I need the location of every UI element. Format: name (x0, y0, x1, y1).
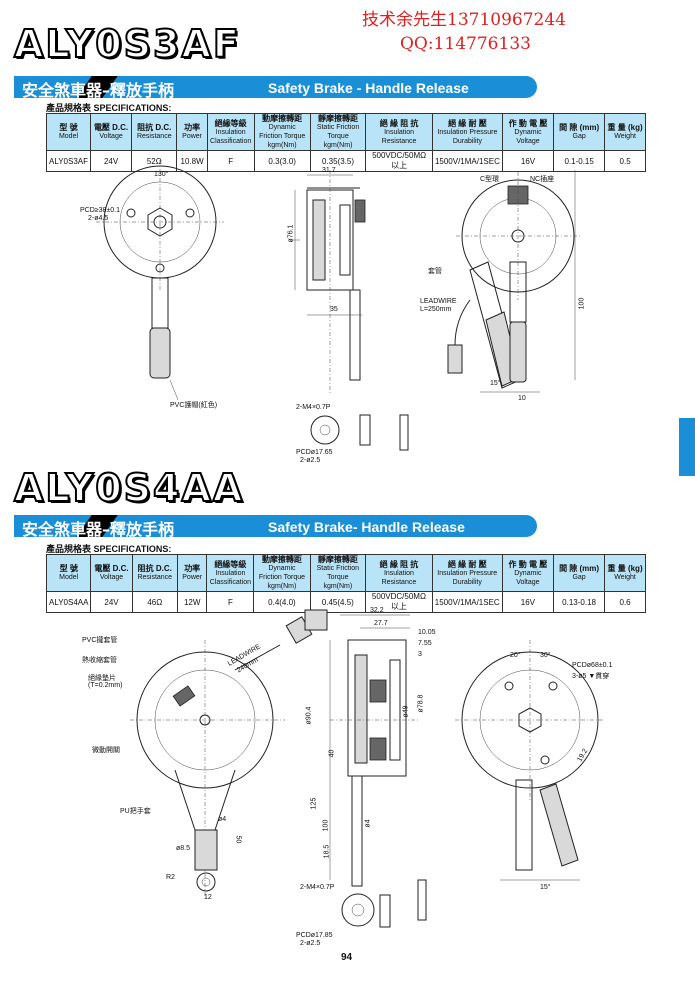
nc-socket-label: NC插座 (530, 176, 555, 183)
dim-20-deg: 20° (510, 652, 521, 659)
dim-35: 35 (330, 306, 338, 313)
contact-phone: 技术余先生13710967244 (362, 10, 566, 30)
leadwire-length-1: L=250mm (420, 306, 452, 313)
banner-title-zh-2: 安全煞車器–釋放手柄 (22, 520, 175, 539)
pcd-bottom-label-2b: 2-ø2.5 (300, 940, 321, 947)
dim-78-8: ø78.8 (417, 694, 425, 713)
dim-7-55: 7.55 (418, 640, 432, 647)
pvc-sleeve-label: PVC攏套管 (82, 637, 118, 644)
dim-100-2: 100 (322, 819, 330, 832)
dim-8-5: ø8.5 (176, 845, 191, 852)
dim-27-7: 27.7 (374, 620, 388, 627)
pcd-bottom-label-1b: 2-ø2.5 (300, 457, 321, 464)
dim-30-deg: 30° (540, 652, 551, 659)
dim-32-2: 32.2 (370, 607, 384, 614)
dim-49: ø49 (402, 705, 410, 718)
heat-shrink-label: 熱收縮套管 (82, 657, 117, 664)
c-ring-label: C型環 (480, 176, 500, 183)
pu-grip-label: PU把手套 (120, 808, 151, 815)
pcd-bottom-label-2: PCDø17.85 (296, 932, 333, 939)
dim-10-05: 10.05 (418, 629, 436, 636)
page-number: 94 (341, 952, 353, 963)
pcd-bottom-label-1: PCDø17.65 (296, 449, 333, 456)
dim-angle-top-1: 130° (154, 171, 169, 178)
model-title-1: ALY0S3AF (13, 21, 241, 67)
dim-3: 3 (418, 651, 422, 658)
dim-15-deg-2: 15° (540, 884, 551, 891)
dim-125: 125 (310, 797, 318, 810)
banner-title-en-2: Safety Brake- Handle Release (268, 519, 465, 535)
pvc-cap-label: PVC護帽(紅色) (170, 402, 218, 409)
spec-label-2: 產品規格表 SPECIFICATIONS: (46, 544, 172, 554)
pcd-label-2: PCDø68±0.1 (572, 662, 613, 669)
micro-switch-label: 微動開關 (92, 747, 120, 754)
model-title-2: ALY0S4AA (13, 465, 245, 511)
insulation-pad-thickness: (T=0.2mm) (88, 682, 123, 689)
dim-50: 50 (234, 835, 242, 844)
sleeve-label-1: 套管 (428, 268, 442, 275)
dim-r2: R2 (166, 874, 175, 881)
dim-12: 12 (204, 894, 212, 901)
spec-header-zh: 型 號 (59, 123, 78, 132)
section-banner-1 (14, 76, 537, 98)
dim-40: 40 (328, 749, 336, 758)
dim-4-front: ø4 (218, 816, 227, 823)
dim-4-side: ø4 (364, 819, 372, 828)
contact-qq: QQ:114776133 (400, 34, 531, 54)
leadwire-label-1: LEADWIRE (420, 298, 457, 305)
m4-label-1: 2-M4×0.7P (296, 404, 331, 411)
dim-15-deg-1: 15° (490, 380, 501, 387)
dim-90-4: ø90.4 (305, 706, 313, 725)
dim-10-1: 10 (518, 395, 526, 402)
m4-label-2: 2-M4×0.7P (300, 884, 335, 891)
dim-18-5: 18.5 (323, 844, 331, 859)
pcd-label-1b: 2-ø4.5 (88, 215, 109, 222)
pcd-label-2b: 3-ø5 ▼貫穿 (572, 673, 610, 680)
insulation-pad-label: 絕緣墊片 (88, 675, 116, 682)
banner-title-zh-1: 安全煞車器–釋放手柄 (22, 81, 175, 100)
pcd-label-1: PCD≥38±0.1 (80, 207, 120, 214)
dim-31-7: 31.7 (322, 167, 336, 174)
banner-title-en-1: Safety Brake - Handle Release (268, 80, 469, 96)
page-side-tab (679, 418, 695, 476)
spec-label-1: 產品規格表 SPECIFICATIONS: (46, 103, 172, 113)
section-banner-2 (14, 515, 537, 537)
